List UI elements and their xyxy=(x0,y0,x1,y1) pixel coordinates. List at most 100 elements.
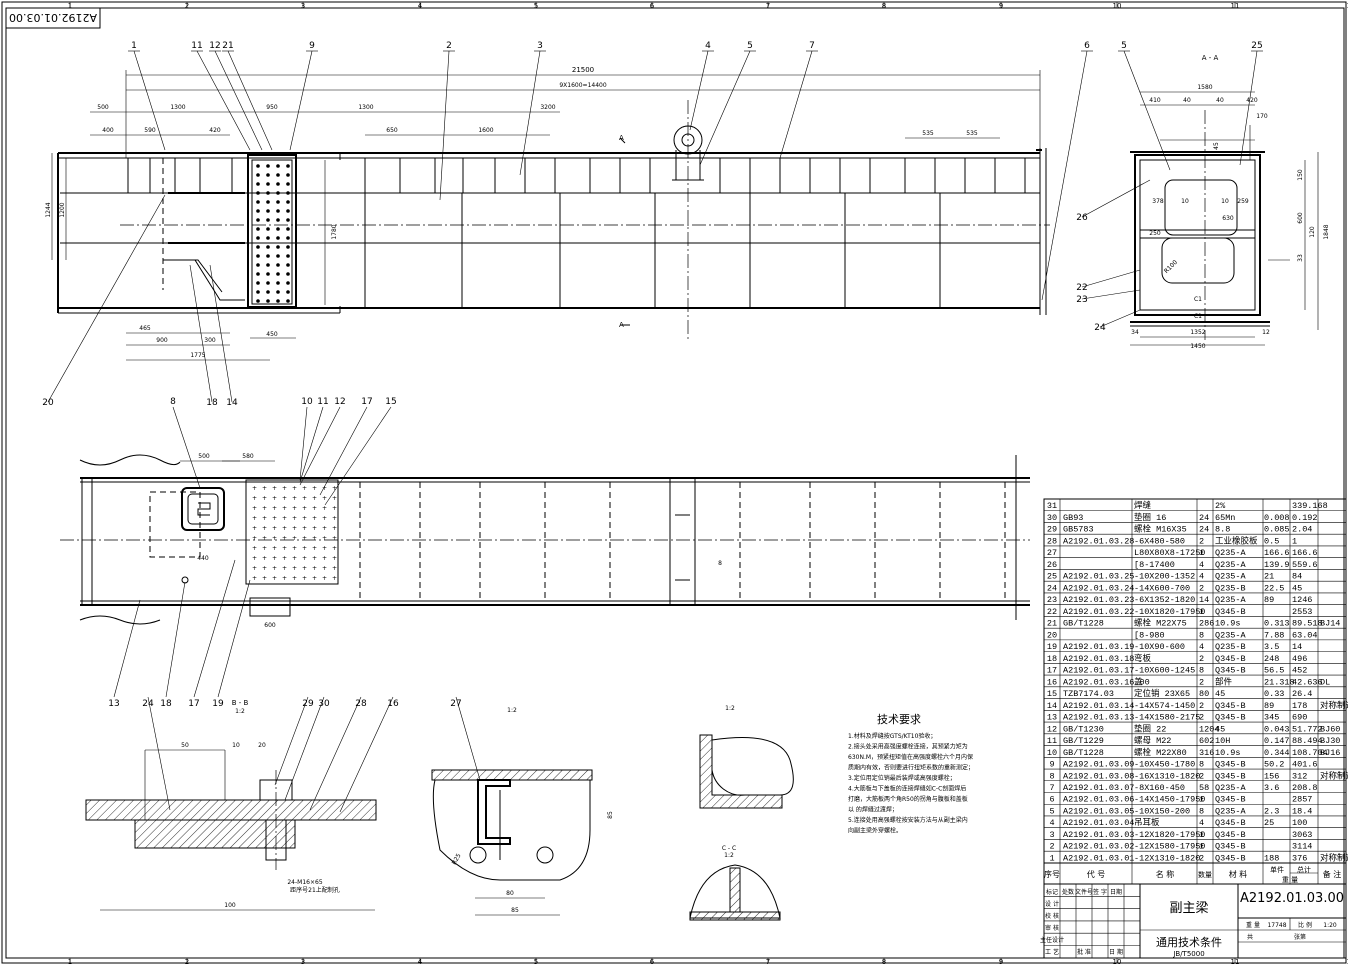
svg-text:A: A xyxy=(619,321,624,329)
plan-dim-600: 600 xyxy=(264,622,276,629)
bom-cell: -14X574-1450 xyxy=(1134,701,1195,711)
bom-cell: 4 xyxy=(1049,818,1054,828)
callout-label: 27 xyxy=(450,699,461,709)
bom-cell: 4 xyxy=(1199,818,1204,828)
bom-cell: 弯板 xyxy=(1134,653,1152,664)
svg-text:+: + xyxy=(312,555,317,562)
zone-label-top: 5 xyxy=(534,2,538,10)
svg-text:+: + xyxy=(282,535,287,542)
callout-label: 29 xyxy=(302,699,314,709)
tech-requirement-line: 630N.M，预紧扭矩值在高强度螺栓六个月内保 xyxy=(848,753,973,761)
tech-requirement-line: 1.材料及焊缝按GTS/KT10验收； xyxy=(848,732,936,740)
svg-text:+: + xyxy=(312,495,317,502)
tech-title: 技术要求 xyxy=(877,713,921,726)
bom-cell: Q235-A xyxy=(1215,630,1247,640)
bom-cell: GB/T1228 xyxy=(1063,619,1104,629)
bom-cell: 8.8 xyxy=(1215,525,1230,535)
bom-cell: 11 xyxy=(1047,736,1057,746)
bom-cell: 100 xyxy=(1292,818,1307,828)
svg-text:+: + xyxy=(252,565,257,572)
bom-cell: -14X1450-17950 xyxy=(1134,795,1205,805)
title-block: 序号 代 号 名 称 数量 材 料 单件 总计 重 量 备 注 A2192.01… xyxy=(1040,862,1347,959)
callout-label: 24 xyxy=(1094,323,1106,333)
svg-text:+: + xyxy=(252,545,257,552)
bom-cell: 45 xyxy=(1215,724,1225,734)
svg-text:+: + xyxy=(282,525,287,532)
zone-label-top: 7 xyxy=(766,2,770,10)
svg-text:+: + xyxy=(262,555,267,562)
detail2-scale: 1:2 xyxy=(725,705,735,712)
bom-cell: 26.4 xyxy=(1292,689,1312,699)
zone-label-top: 1 xyxy=(68,2,72,10)
bb-dim-100: 100 xyxy=(224,902,236,909)
svg-text:+: + xyxy=(332,495,337,502)
bom-cell: -10X1820-17950 xyxy=(1134,607,1205,617)
svg-text:+: + xyxy=(272,525,277,532)
aa-dim-1450: 1450 xyxy=(1190,343,1205,350)
bom-cell: 3 xyxy=(1049,830,1054,840)
bom-cell: Q235-A xyxy=(1215,595,1247,605)
tech-requirement-line: 5.连接处用高强螺栓按安装方法与从副主梁内 xyxy=(848,816,968,824)
svg-text:+: + xyxy=(322,525,327,532)
section-bb-scale: 1:2 xyxy=(235,708,245,715)
bom-cell: A2192.01.03.08 xyxy=(1063,771,1134,781)
callout-label: 6 xyxy=(1084,41,1090,51)
callout-label: 3 xyxy=(537,41,543,51)
bom-cell: 56.5 xyxy=(1264,666,1284,676)
bom-cell: A2192.01.03.16.00 xyxy=(1063,677,1150,687)
bom-cell: 18 xyxy=(1047,654,1057,664)
bom-cell: 166.6 xyxy=(1292,548,1318,558)
zone-label-bottom: 2 xyxy=(185,958,189,966)
svg-text:+: + xyxy=(322,555,327,562)
callout-label: 13 xyxy=(108,699,119,709)
zone-label-bottom: 12 xyxy=(1347,958,1348,966)
bom-cell: A2192.01.03.13 xyxy=(1063,713,1134,723)
bom-cell: 0.043 xyxy=(1264,724,1290,734)
svg-text:+: + xyxy=(322,515,327,522)
svg-text:+: + xyxy=(322,505,327,512)
bom-cell: 89.518 xyxy=(1292,619,1323,629)
svg-text:+: + xyxy=(252,575,257,582)
bom-cell: Q345-B xyxy=(1215,654,1246,664)
svg-text:+: + xyxy=(322,485,327,492)
svg-text:+: + xyxy=(262,495,267,502)
svg-text:+: + xyxy=(272,535,277,542)
bom-cell: 65Mn xyxy=(1215,513,1235,523)
bom-cell: 1 xyxy=(1199,607,1204,617)
bom-cell: 26 xyxy=(1047,560,1057,570)
svg-text:+: + xyxy=(272,505,277,512)
aa-dim-378: 378 xyxy=(1152,198,1164,205)
callout-label: 17 xyxy=(361,397,372,407)
svg-text:+: + xyxy=(302,495,307,502)
tech-requirement-line: 质期内有效，否则要进行扭矩系数的重新测定； xyxy=(848,764,974,772)
bom-cell: 50.2 xyxy=(1264,760,1284,770)
svg-text:+: + xyxy=(312,505,317,512)
svg-text:+: + xyxy=(332,545,337,552)
aa-dim-45: 45 xyxy=(1213,142,1220,150)
bom-cell: Q345-B xyxy=(1215,701,1246,711)
bom-cell: 496 xyxy=(1292,654,1307,664)
hdr-weight: 重 量 xyxy=(1282,876,1298,884)
bom-cell: 13 xyxy=(1047,713,1057,723)
bom-cell: Q235-A xyxy=(1215,806,1247,816)
bom-cell: A2192.01.03.17 xyxy=(1063,666,1134,676)
svg-text:+: + xyxy=(332,565,337,572)
bom-cell: A2192.01.03.28 xyxy=(1063,536,1134,546)
bom-cell: 84 xyxy=(1292,572,1302,582)
svg-text:+: + xyxy=(272,555,277,562)
plan-dim-500: 500 xyxy=(198,453,210,460)
svg-text:+: + xyxy=(302,525,307,532)
bom-cell: 22 xyxy=(1047,607,1057,617)
svg-text:+: + xyxy=(302,555,307,562)
bom-cell: 452 xyxy=(1292,666,1307,676)
bom-cell: 1246 xyxy=(1292,595,1312,605)
bom-cell: [8-17400 xyxy=(1134,560,1175,570)
bom-cell: A2192.01.03.06 xyxy=(1063,795,1134,805)
aa-dim-r100: R100 xyxy=(1163,259,1179,275)
callout-label: 11 xyxy=(317,397,328,407)
